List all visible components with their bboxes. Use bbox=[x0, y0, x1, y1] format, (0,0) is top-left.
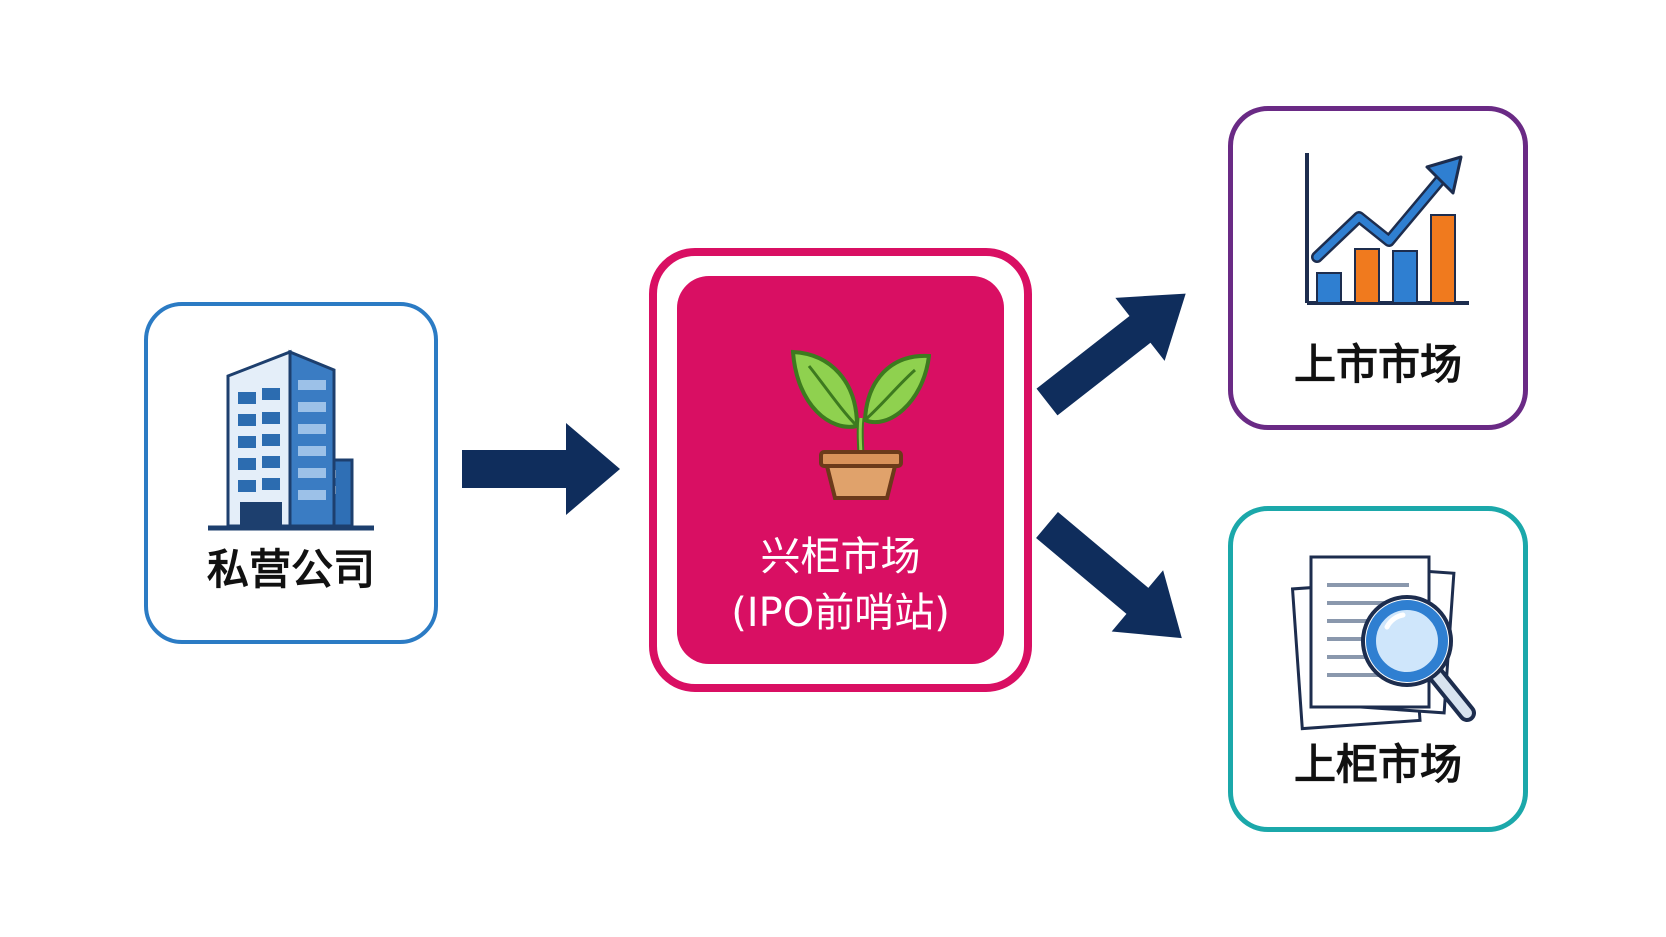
node-listed-market: 上市市场 bbox=[1228, 106, 1528, 430]
neeq-inner-panel: 兴柜市场 (IPO前哨站) bbox=[677, 276, 1004, 664]
document-magnifier-icon bbox=[1291, 555, 1476, 731]
rising-chart-icon bbox=[1305, 153, 1469, 305]
node-otc-market: 上柜市场 bbox=[1228, 506, 1528, 832]
node-neeq: 兴柜市场 (IPO前哨站) bbox=[649, 248, 1032, 692]
listed-market-label: 上市市场 bbox=[1293, 340, 1462, 389]
node-private-company: 私营公司 bbox=[144, 302, 438, 644]
arrow-neeq-to-otc bbox=[1036, 511, 1182, 639]
private-company-label: 私营公司 bbox=[206, 545, 375, 594]
neeq-label-line1: 兴柜市场 bbox=[760, 534, 921, 580]
arrow-private-to-neeq bbox=[462, 423, 620, 515]
sprout-in-pot-icon bbox=[791, 349, 931, 500]
neeq-label-line2: (IPO前哨站) bbox=[731, 590, 950, 636]
office-building-icon bbox=[208, 349, 374, 531]
arrow-neeq-to-listed bbox=[1036, 293, 1186, 416]
otc-market-label: 上柜市场 bbox=[1293, 740, 1462, 789]
